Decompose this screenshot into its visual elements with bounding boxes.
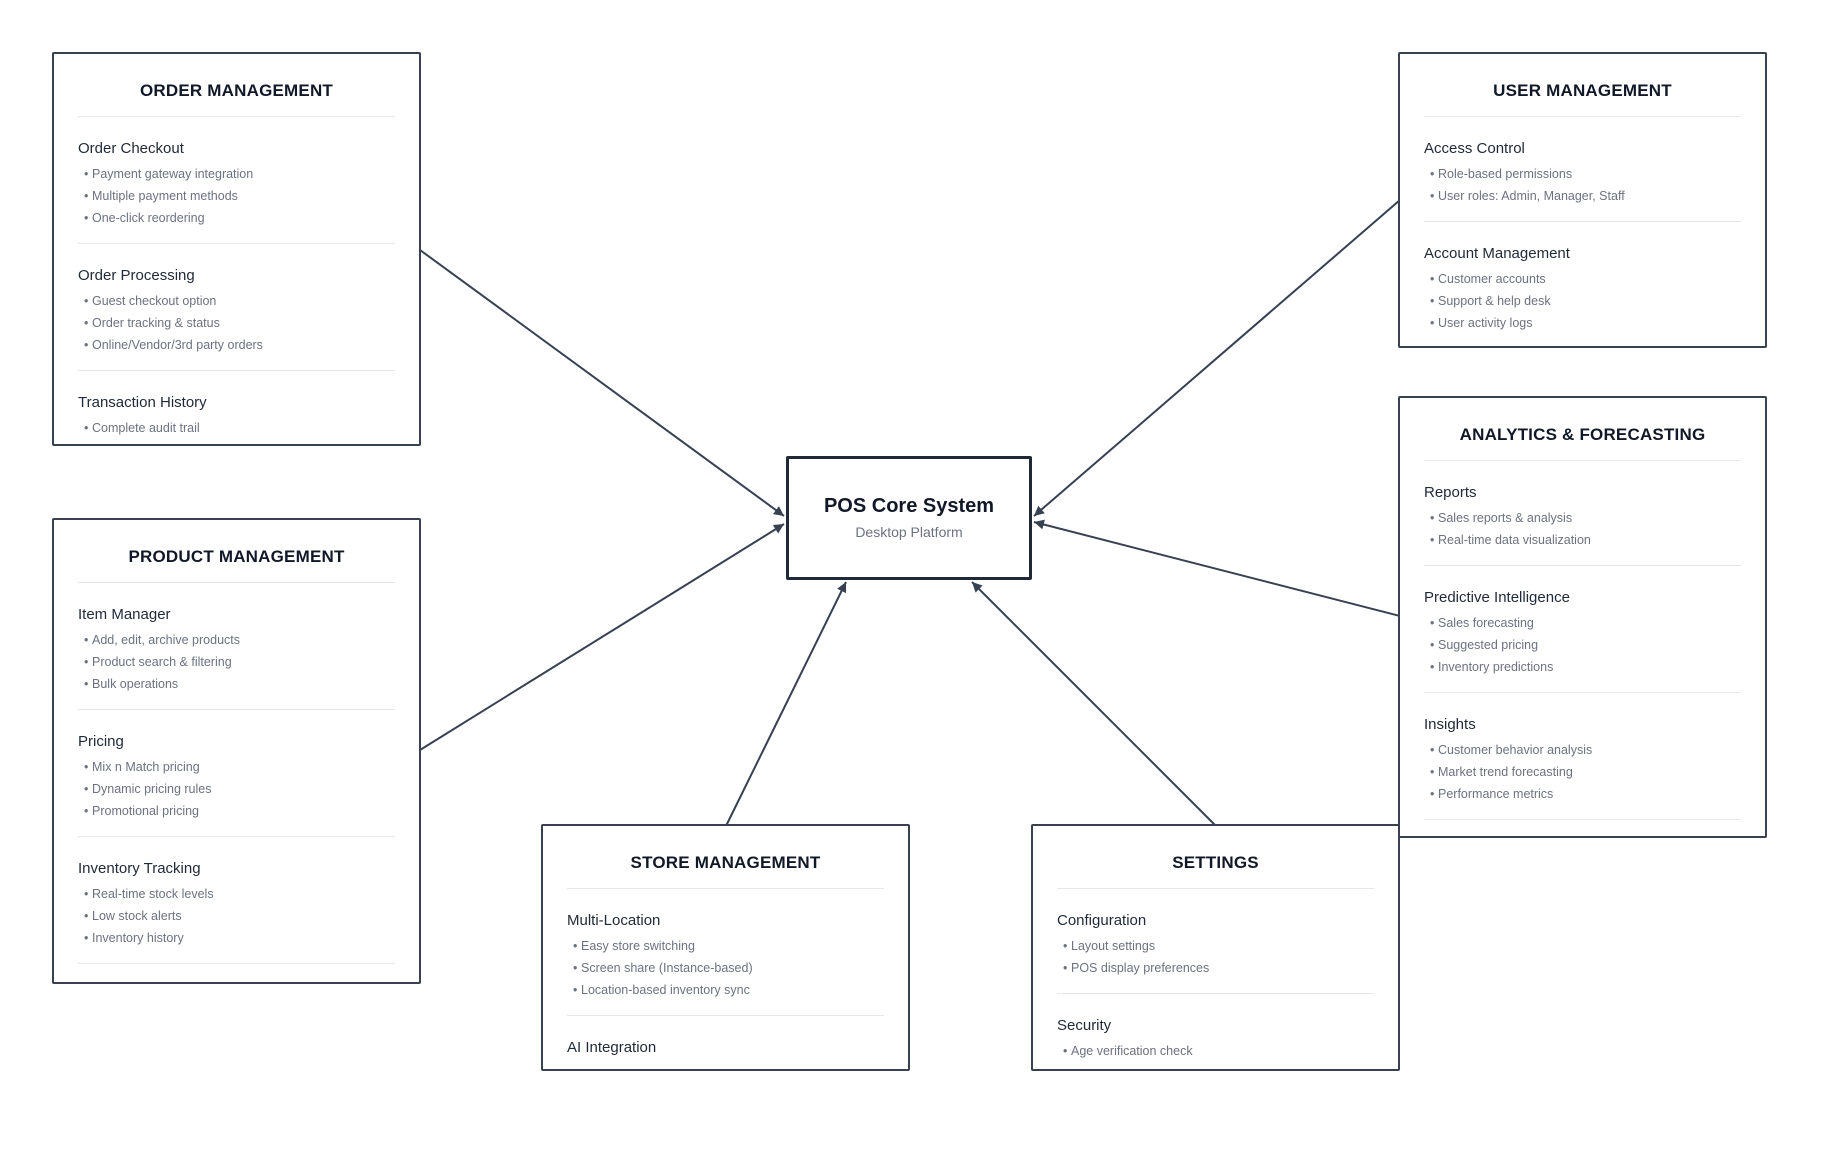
list-item: Sales forecasting [1424, 612, 1741, 634]
list-item: Layout settings [1057, 935, 1374, 957]
list-item: User activity logs [1424, 312, 1741, 334]
list-item: Order tracking & status [78, 312, 395, 334]
list-item: Sales reports & analysis [1424, 507, 1741, 529]
edge-user-to-core [1033, 199, 1401, 517]
box-title: ORDER MANAGEMENT [139, 81, 334, 100]
list-item: Multiple payment methods [78, 185, 395, 207]
list-item: Product search & filtering [78, 651, 395, 673]
list-item: Mix n Match pricing [78, 756, 395, 778]
section-predictive-intelligence: Predictive Intelligence Sales forecastin… [1424, 565, 1741, 692]
settings-box: SETTINGS Configuration Layout settings P… [1031, 824, 1400, 1071]
list-item: Market trend forecasting [1424, 761, 1741, 783]
analytics-forecasting-box: ANALYTICS & FORECASTING Reports Sales re… [1398, 396, 1767, 838]
section-transaction-history: Transaction History Complete audit trail [78, 370, 395, 439]
core-subtitle: Desktop Platform [855, 524, 963, 540]
edge-settings-to-core [971, 581, 1217, 827]
list-item: Real-time data visualization [1424, 529, 1741, 551]
section-inventory-tracking: Inventory Tracking Real-time stock level… [78, 836, 395, 963]
section-configuration: Configuration Layout settings POS displa… [1057, 889, 1374, 993]
list-item: Online/Vendor/3rd party orders [78, 334, 395, 356]
list-item: Payment gateway integration [78, 163, 395, 185]
list-item: Add, edit, archive products [78, 629, 395, 651]
list-item: Easy store switching [567, 935, 884, 957]
list-item: Bulk operations [78, 673, 395, 695]
box-title: STORE MANAGEMENT [630, 853, 821, 872]
section-order-processing: Order Processing Guest checkout option O… [78, 243, 395, 370]
core-system-node: POS Core System Desktop Platform [786, 456, 1032, 580]
list-item: Role-based permissions [1424, 163, 1741, 185]
product-management-box: PRODUCT MANAGEMENT Item Manager Add, edi… [52, 518, 421, 984]
list-item: Dynamic pricing rules [78, 778, 395, 800]
list-item: Guest checkout option [78, 290, 395, 312]
edge-analytics-to-core [1033, 519, 1401, 617]
box-title: USER MANAGEMENT [1493, 81, 1672, 100]
list-item: Customer behavior analysis [1424, 739, 1741, 761]
edge-store-to-core [725, 581, 847, 827]
list-item: Suggested pricing [1424, 634, 1741, 656]
list-item: Inventory predictions [1424, 656, 1741, 678]
section-pricing: Pricing Mix n Match pricing Dynamic pric… [78, 709, 395, 836]
list-item: Age verification check [1057, 1040, 1374, 1062]
section-multi-location: Multi-Location Easy store switching Scre… [567, 889, 884, 1015]
list-item: User roles: Admin, Manager, Staff [1424, 185, 1741, 207]
box-title: ANALYTICS & FORECASTING [1459, 425, 1706, 444]
core-title: POS Core System [823, 495, 995, 517]
list-item: One-click reordering [78, 207, 395, 229]
list-item: Low stock alerts [78, 905, 395, 927]
list-item: Inventory history [78, 927, 395, 949]
section-ai-integration: AI Integration [567, 1015, 884, 1058]
section-access-control: Access Control Role-based permissions Us… [1424, 117, 1741, 221]
box-title: PRODUCT MANAGEMENT [128, 547, 345, 566]
list-item: Support & help desk [1424, 290, 1741, 312]
order-management-box: ORDER MANAGEMENT Order Checkout Payment … [52, 52, 421, 446]
list-item: Complete audit trail [78, 417, 395, 439]
box-title: SETTINGS [1172, 853, 1259, 872]
edge-product-to-core [419, 523, 785, 751]
edge-order-to-core [419, 249, 785, 517]
store-management-box: STORE MANAGEMENT Multi-Location Easy sto… [541, 824, 910, 1071]
list-item: Promotional pricing [78, 800, 395, 822]
section-security: Security Age verification check [1057, 993, 1374, 1062]
section-order-checkout: Order Checkout Payment gateway integrati… [78, 117, 395, 243]
list-item: POS display preferences [1057, 957, 1374, 979]
list-item: Real-time stock levels [78, 883, 395, 905]
list-item: Location-based inventory sync [567, 979, 884, 1001]
list-item: Performance metrics [1424, 783, 1741, 805]
section-reports: Reports Sales reports & analysis Real-ti… [1424, 461, 1741, 565]
section-item-manager: Item Manager Add, edit, archive products… [78, 583, 395, 709]
list-item: Screen share (Instance-based) [567, 957, 884, 979]
section-account-management: Account Management Customer accounts Sup… [1424, 221, 1741, 334]
user-management-box: USER MANAGEMENT Access Control Role-base… [1398, 52, 1767, 348]
list-item: Customer accounts [1424, 268, 1741, 290]
section-insights: Insights Customer behavior analysis Mark… [1424, 692, 1741, 819]
